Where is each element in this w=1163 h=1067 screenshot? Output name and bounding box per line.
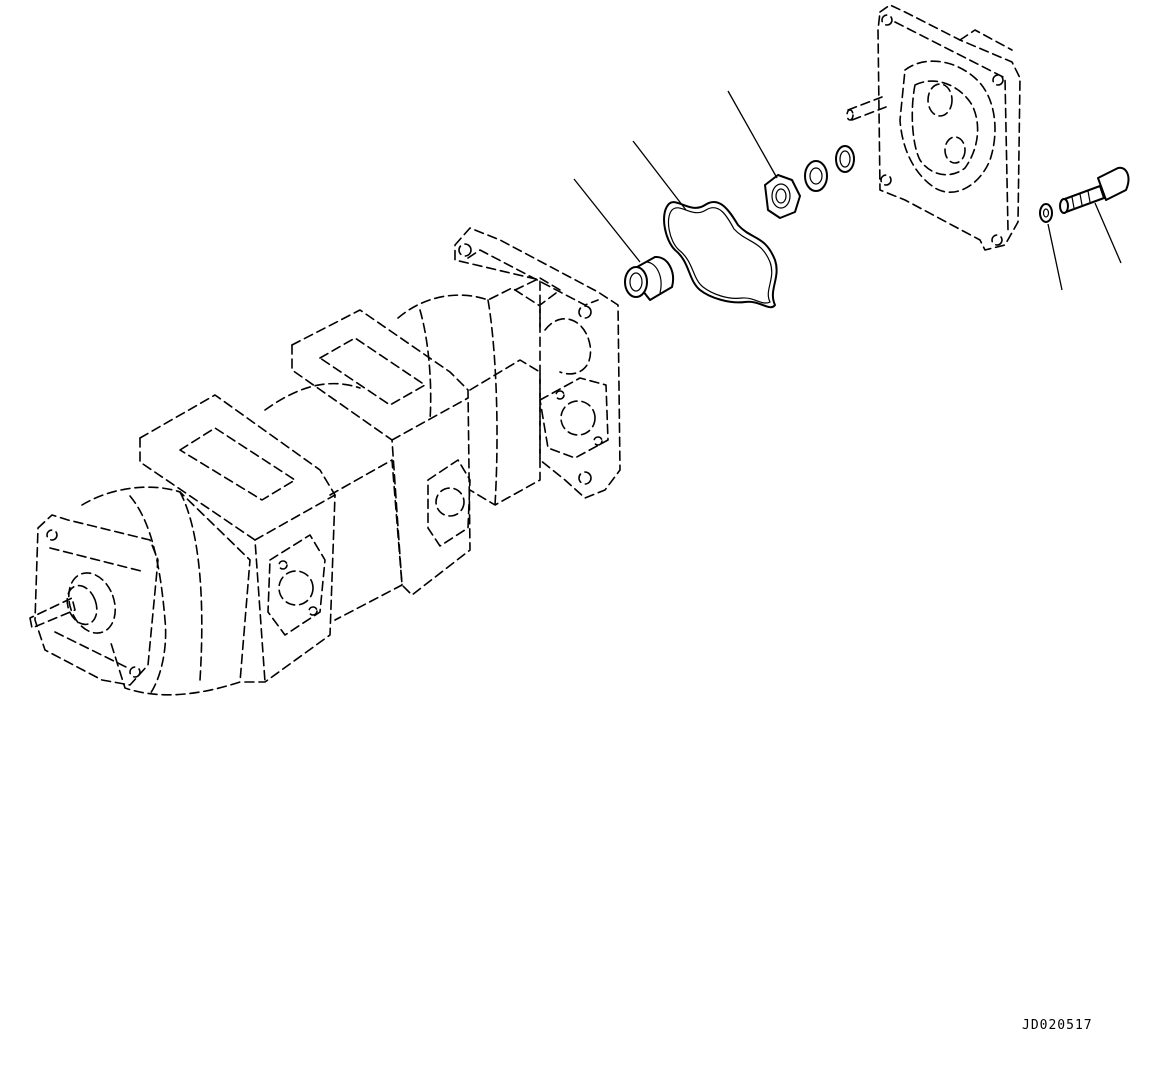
front-pump-body [81,486,251,696]
bolt-part [1059,166,1130,214]
leader-nut [727,90,778,179]
pump-section-2 [291,309,471,596]
leader-bolt [1094,202,1122,264]
input-shaft [29,572,117,634]
bearing-part [804,160,828,192]
rear-end-flange [454,227,621,499]
dowel-pin [847,96,887,121]
leader-coupling [573,178,641,263]
o-ring-gasket [663,201,778,309]
rear-cover-phantom [846,4,1021,251]
pump-assembly-phantom [29,227,621,696]
drawing-code: JD020517 [1022,1018,1093,1033]
leader-lines [573,90,1122,291]
leader-o-ring [632,140,687,211]
coupling-part [624,255,674,301]
leader-washer [1047,223,1063,291]
spacer-ring-part [835,145,855,173]
nut-part [764,174,801,219]
washer-part [1039,203,1053,223]
front-flange [34,514,159,686]
pump-section-1 [139,394,336,683]
